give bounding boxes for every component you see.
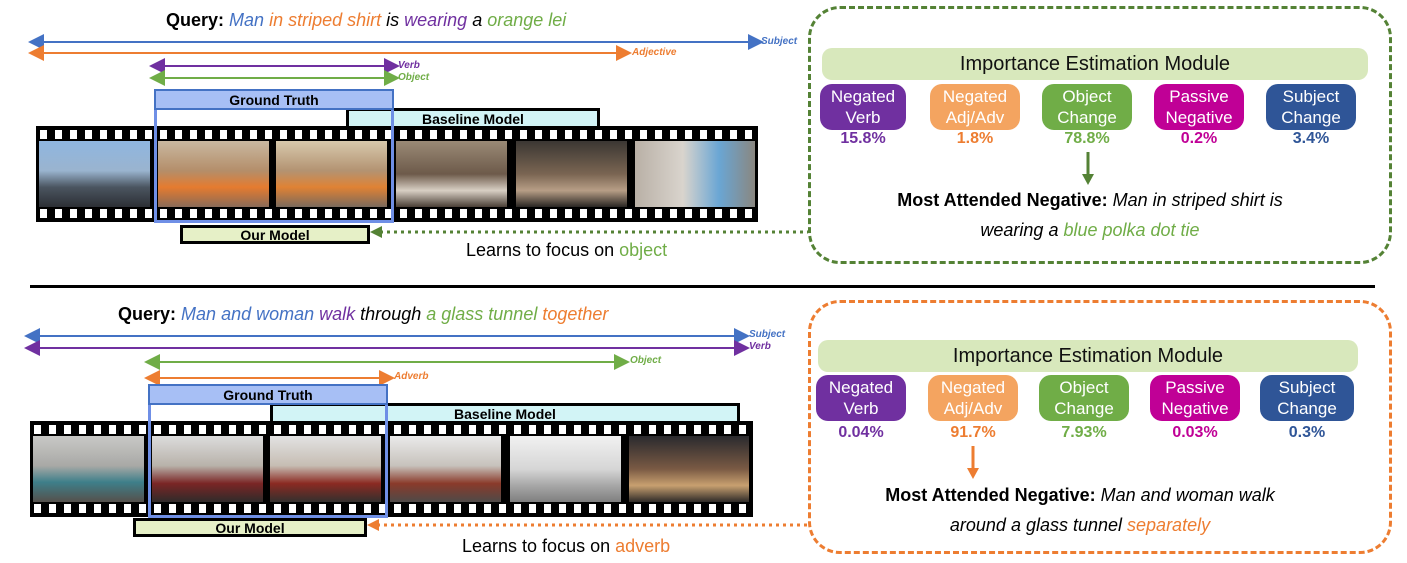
our-model-box: Our Model bbox=[180, 225, 370, 244]
section-divider bbox=[30, 285, 1375, 288]
bottom-pct-object-change: 7.93% bbox=[1061, 424, 1107, 441]
ground-truth-box: Ground Truth bbox=[154, 89, 394, 110]
video-frame-4 bbox=[390, 436, 501, 502]
film-holes-bottom bbox=[36, 209, 758, 218]
adverb-span-label: Adverb bbox=[394, 371, 429, 382]
video-frame-4 bbox=[396, 141, 507, 207]
bottom-pct-negated-adj-adv: 91.7% bbox=[950, 424, 996, 441]
film-holes-top bbox=[30, 425, 753, 434]
top-pct-negated-verb: 15.8% bbox=[840, 130, 886, 147]
object-span-label: Object bbox=[630, 355, 662, 366]
verb-span-label: Verb bbox=[749, 341, 771, 352]
bottom-focus-connector bbox=[367, 519, 810, 531]
video-frame-3 bbox=[270, 436, 381, 502]
bottom-pct-negated-verb: 0.04% bbox=[838, 424, 884, 441]
top-down-arrow bbox=[1082, 152, 1094, 185]
film-strip bbox=[30, 421, 753, 517]
subject-span-label: Subject bbox=[761, 36, 798, 47]
top-importance-panel bbox=[808, 6, 1392, 264]
top-query: Query: Man in striped shirt is wearing a… bbox=[166, 10, 567, 30]
video-frame-5 bbox=[510, 436, 621, 502]
top-pct-object-change: 78.8% bbox=[1064, 130, 1110, 147]
video-frame-1 bbox=[39, 141, 150, 207]
video-frame-2 bbox=[158, 141, 269, 207]
video-frame-3 bbox=[276, 141, 387, 207]
subject-span-label: Subject bbox=[749, 329, 786, 340]
video-frame-2 bbox=[152, 436, 263, 502]
film-strip bbox=[36, 126, 758, 222]
top-most-attended-negative: Most Attended Negative: Man in striped s… bbox=[897, 190, 1283, 240]
our-model-box: Our Model bbox=[133, 518, 367, 537]
top-module-title: Importance Estimation Module bbox=[822, 48, 1368, 80]
top-focus-connector bbox=[370, 226, 808, 238]
verb-span-label: Verb bbox=[398, 60, 420, 71]
bottom-most-attended-negative: Most Attended Negative: Man and woman wa… bbox=[885, 485, 1275, 535]
film-holes-bottom bbox=[30, 504, 753, 513]
bottom-span-arrows bbox=[24, 328, 750, 386]
bottom-pct-passive-negative: 0.03% bbox=[1172, 424, 1218, 441]
bottom-focus-caption: Learns to focus on adverb bbox=[462, 536, 671, 556]
top-focus-caption: Learns to focus on object bbox=[466, 240, 668, 260]
top-pct-subject-change: 3.4% bbox=[1292, 130, 1330, 147]
object-span-label: Object bbox=[398, 72, 430, 83]
bottom-importance-panel bbox=[808, 300, 1392, 554]
top-pct-negated-adj-adv: 1.8% bbox=[956, 130, 994, 147]
adjective-span-label: Adjective bbox=[632, 47, 677, 58]
video-frame-6 bbox=[629, 436, 749, 502]
top-pct-passive-negative: 0.2% bbox=[1180, 130, 1218, 147]
top-span-arrows bbox=[28, 34, 764, 86]
bottom-query: Query: Man and woman walk through a glas… bbox=[118, 304, 609, 324]
video-frame-6 bbox=[635, 141, 755, 207]
bottom-module-title: Importance Estimation Module bbox=[818, 340, 1358, 372]
film-holes-top bbox=[36, 130, 758, 139]
video-frame-5 bbox=[516, 141, 627, 207]
bottom-down-arrow bbox=[967, 446, 979, 479]
bottom-pct-subject-change: 0.3% bbox=[1288, 424, 1326, 441]
ground-truth-box: Ground Truth bbox=[148, 384, 388, 405]
video-frame-1 bbox=[33, 436, 144, 502]
